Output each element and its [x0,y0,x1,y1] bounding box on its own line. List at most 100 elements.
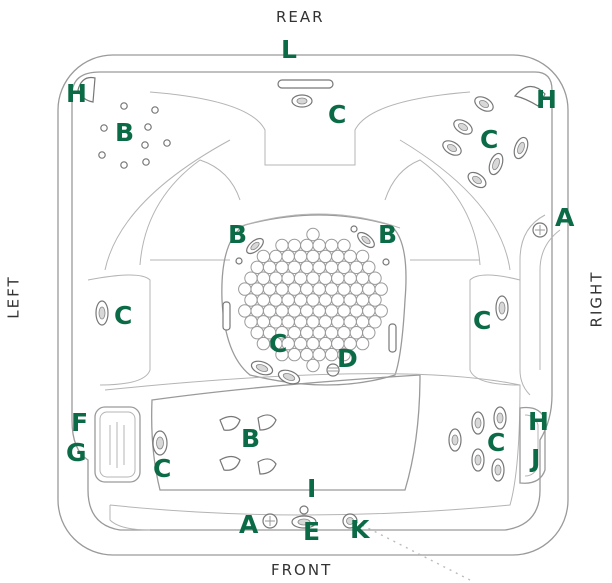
bubble-jet [251,283,263,295]
bubble-jet [282,272,294,284]
bubble-jet [332,316,344,328]
bubble-jet [301,327,313,339]
fitting-i-front [300,506,308,514]
bubble-jet [307,359,319,371]
label-right: RIGHT [587,271,605,328]
callout-b-topleft: B [115,120,134,145]
bubble-jet [325,239,337,251]
callout-l-top: L [281,37,297,62]
bubble-jet [344,250,356,262]
bubble-jet [276,305,288,317]
callout-c-front-right: C [487,430,505,455]
bubble-jet [270,316,282,328]
callout-i-front: I [307,476,316,501]
bubble-jet [313,239,325,251]
bubble-jet [338,239,350,251]
bubble-jet [276,261,288,273]
bubble-jet [313,261,325,273]
bubble-jet [245,272,257,284]
bubble-jet [251,327,263,339]
bubble-jet [375,305,387,317]
bubble-jet [288,305,300,317]
bubble-jet [325,283,337,295]
bubble-jet [288,348,300,360]
bubble-jet [313,327,325,339]
callout-c-right: C [473,308,491,333]
bubble-jet [257,316,269,328]
callout-b-centerright: B [378,222,397,247]
bubble-jet [338,327,350,339]
bubble-jet [245,294,257,306]
bubble-jet [270,272,282,284]
bubble-jet [325,261,337,273]
bubble-jet [350,261,362,273]
callout-b-lounge: B [241,426,260,451]
bubble-jet [319,294,331,306]
bubble-jet [350,283,362,295]
bubble-jet [239,283,251,295]
bubble-jet [307,272,319,284]
bubble-jet [307,228,319,240]
bubble-jet [325,348,337,360]
callout-c-top: C [328,102,346,127]
bubble-jet [363,305,375,317]
dotted-leader-line [356,522,470,580]
bubble-jet [356,294,368,306]
bubble-jet [363,283,375,295]
bubble-jet [332,294,344,306]
callout-g-left: G [66,440,87,465]
bubble-jet [301,239,313,251]
bubble-jet [257,250,269,262]
bubble-jet [301,283,313,295]
bubble-jet [294,272,306,284]
bubble-jet [338,261,350,273]
bubble-jet [251,305,263,317]
bubble-jet [276,283,288,295]
bubble-jet [338,283,350,295]
bubble-jet [276,239,288,251]
callout-e-front: E [303,519,320,544]
bubble-jet [332,272,344,284]
callout-k-front: K [350,517,369,542]
bubble-jet [307,294,319,306]
top-handle [278,80,333,88]
label-front: FRONT [271,561,332,579]
bubble-jet [301,305,313,317]
bubble-jet [294,294,306,306]
bubble-jet [307,250,319,262]
callout-h-right: H [536,87,557,112]
bubble-jet [363,261,375,273]
callout-j-front-right: J [531,446,540,471]
callout-c-center: C [269,331,287,356]
bubble-jet [288,239,300,251]
left-seat [88,275,150,385]
bubble-jet [369,316,381,328]
bubble-jet [319,316,331,328]
bubble-jet [350,327,362,339]
bubble-jet [319,337,331,349]
callout-b-centerleft: B [228,222,247,247]
bubble-jet [294,250,306,262]
bubble-jet [301,261,313,273]
jet-cluster-b-topleft [99,103,170,168]
lounge-seat [152,375,420,490]
bubble-jet [263,283,275,295]
bubble-jet [356,337,368,349]
bubble-jet [319,272,331,284]
callout-c-lounge: C [153,456,171,481]
bubble-jet [245,316,257,328]
bubble-massage-field [239,228,388,371]
bubble-jet [263,261,275,273]
callout-a-right: A [555,205,574,230]
bubble-jet [325,327,337,339]
bubble-jet [363,327,375,339]
bubble-jet [344,316,356,328]
bubble-jet [270,250,282,262]
bubble-jet [313,283,325,295]
bubble-jet [282,250,294,262]
bubble-jet [257,337,269,349]
bubble-jet [294,337,306,349]
bubble-jet [313,348,325,360]
